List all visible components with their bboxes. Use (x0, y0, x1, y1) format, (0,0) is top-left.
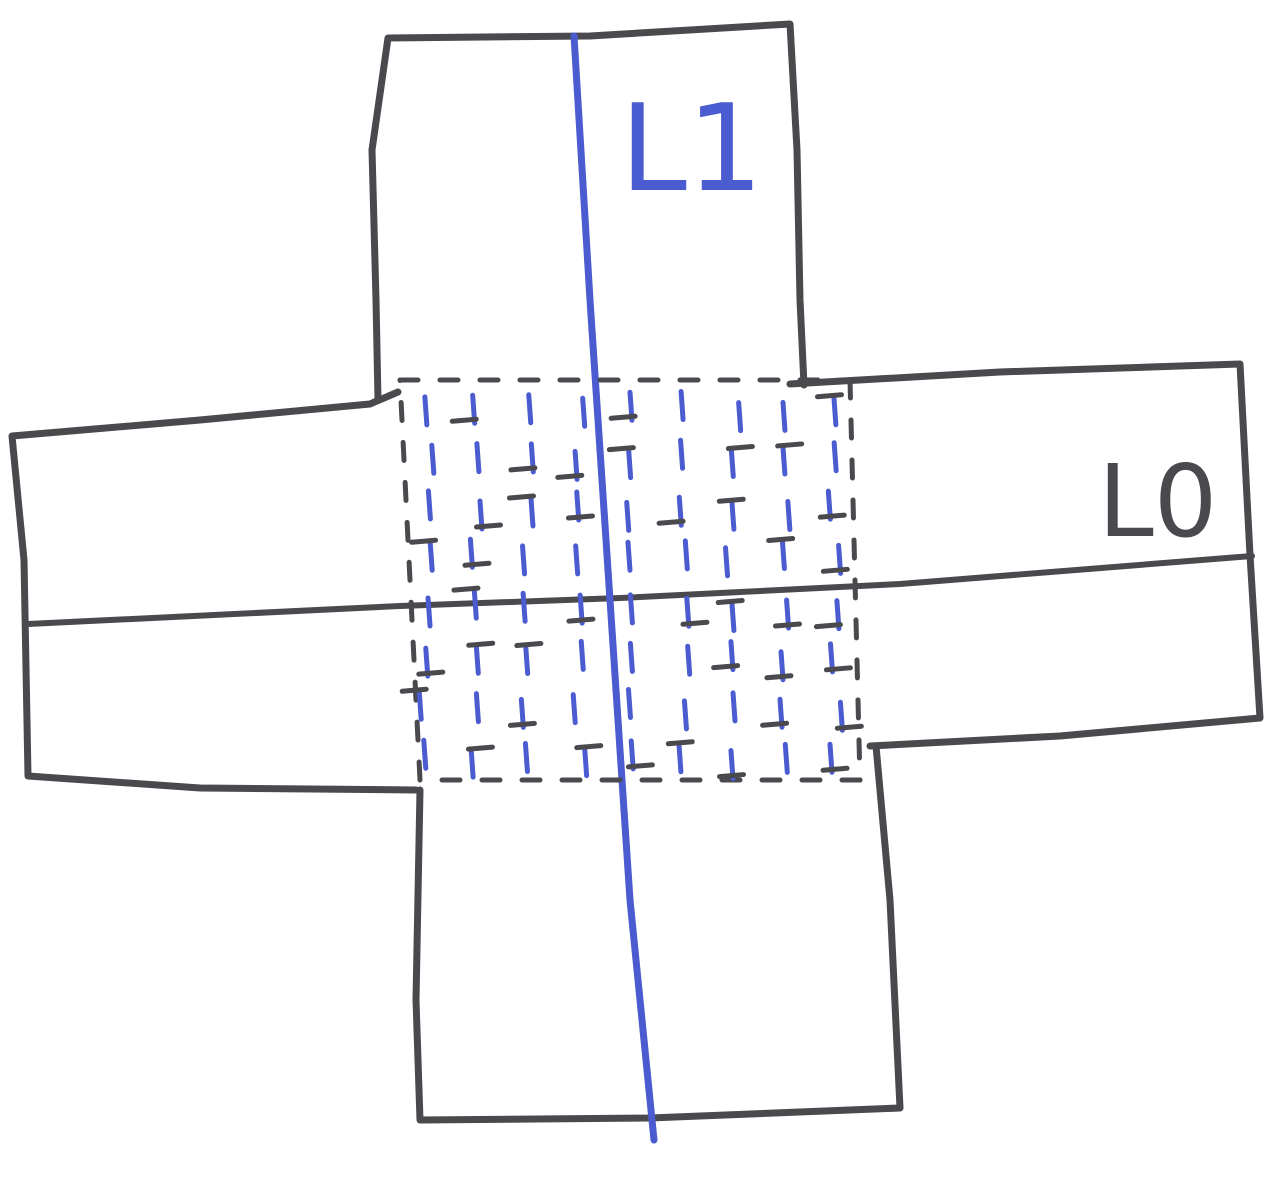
overlap-grey-tick (680, 619, 710, 627)
overlap-grey-tick (474, 522, 504, 530)
overlap-grey-tick (725, 444, 755, 452)
overlap-region (397, 377, 864, 783)
overlap-blue-tick (471, 587, 479, 621)
overlap-grey-tick (772, 621, 802, 629)
overlap-grey-tick (574, 743, 604, 751)
overlap-grey-tick (764, 673, 794, 681)
overlap-grey-tick (507, 720, 537, 728)
overlap-blue-tick (416, 688, 424, 722)
overlap-blue-tick (626, 447, 634, 481)
overlap-grey-tick (820, 566, 850, 574)
overlap-grey-tick (820, 765, 850, 773)
overlap-grey-tick (760, 720, 790, 728)
overlap-grey-tick (766, 536, 796, 544)
overlap-grey-tick (399, 686, 429, 694)
overlap-blue-tick (580, 395, 588, 429)
overlap-blue-tick (468, 746, 476, 780)
overlap-border-dash (397, 377, 423, 783)
overlap-grey-tick (711, 663, 741, 671)
horizontal-strip-outline (8, 360, 1264, 794)
overlap-blue-tick (780, 443, 788, 477)
overlap-blue-tick (782, 741, 790, 775)
overlap-grey-tick (565, 513, 595, 521)
overlap-blue-tick (473, 642, 481, 676)
overlap-blue-tick (523, 643, 531, 677)
overlap-blue-tick (425, 488, 433, 522)
overlap-blue-tick (831, 394, 839, 428)
vertical-strip-bottom-outline (412, 742, 904, 1124)
overlap-blue-tick (678, 437, 686, 471)
overlap-grey-tick (608, 413, 638, 421)
overlap-blue-tick (728, 446, 736, 480)
overlap-blue-tick (582, 745, 590, 779)
overlap-blue-tick (723, 545, 731, 579)
overlap-blue-tick (729, 600, 737, 634)
overlap-grey-tick (555, 472, 585, 480)
overlap-blue-tick (779, 538, 787, 572)
overlap-grey-tick (717, 772, 747, 780)
overlap-blue-tick (578, 638, 586, 672)
overlap-blue-tick (780, 399, 788, 433)
overlap-blue-tick (429, 442, 437, 476)
label-L1: L1 (620, 80, 763, 219)
overlap-blue-tick (570, 692, 578, 726)
label-L0: L0 (1098, 443, 1217, 560)
overlap-blue-tick (785, 499, 793, 533)
overlap-blue-tick (831, 440, 839, 474)
overlap-blue-tick (627, 592, 635, 626)
overlap-grey-tick (451, 585, 481, 593)
overlap-blue-tick (730, 690, 738, 724)
overlap-grey-tick (823, 665, 853, 673)
overlap-blue-tick (520, 543, 528, 577)
overlap-grey-tick (665, 739, 695, 747)
overlap-blue-tick (520, 590, 528, 624)
overlap-grey-tick (814, 392, 844, 400)
overlap-grey-tick (834, 723, 864, 731)
overlap-blue-tick (682, 538, 690, 572)
overlap-grey-tick (462, 560, 492, 568)
overlap-blue-tick (526, 392, 534, 426)
overlap-blue-tick (528, 495, 536, 529)
horizontal-midline (25, 553, 1255, 627)
vertical-strip-top-outline (368, 20, 808, 404)
overlap-grey-tick (449, 416, 479, 424)
overlap-grey-tick (465, 744, 495, 752)
overlap-grey-tick (775, 441, 805, 449)
overlap-blue-tick (736, 400, 744, 434)
overlap-blue-tick (427, 539, 435, 573)
overlap-grey-tick (566, 616, 596, 624)
overlap-grey-tick (606, 445, 636, 453)
overlap-blue-tick (681, 698, 689, 732)
overlap-blue-tick (422, 394, 430, 428)
overlap-grey-tick (416, 669, 446, 677)
overlap-grey-tick (716, 496, 746, 504)
overlap-grey-tick (813, 622, 843, 630)
overlap-blue-tick (676, 741, 684, 775)
overlap-blue-tick (627, 640, 635, 674)
overlap-grey-tick (508, 465, 538, 473)
overlap-blue-tick (573, 543, 581, 577)
overlap-blue-tick (625, 539, 633, 573)
overlap-blue-tick (522, 740, 530, 774)
overlap-blue-tick (473, 691, 481, 725)
overlap-grey-tick (409, 537, 439, 545)
overlap-grey-tick (625, 762, 655, 770)
overlap-blue-tick (625, 686, 633, 720)
overlap-border-dash (847, 377, 863, 783)
overlap-grey-tick (514, 641, 544, 649)
overlap-blue-tick (425, 595, 433, 629)
overlap-grey-tick (656, 518, 686, 526)
overlap-blue-tick (685, 643, 693, 677)
vertical-midline (570, 32, 658, 1144)
overlap-grey-tick (466, 640, 496, 648)
overlap-blue-tick (474, 441, 482, 475)
overlap-grey-tick (506, 493, 536, 501)
overlap-blue-tick (624, 499, 632, 533)
overlap-blue-tick (729, 498, 737, 532)
overlap-grey-tick (817, 512, 847, 520)
overlap-grey-tick (715, 598, 745, 606)
overlap-blue-tick (678, 388, 686, 422)
overlap-blue-tick (421, 737, 429, 771)
